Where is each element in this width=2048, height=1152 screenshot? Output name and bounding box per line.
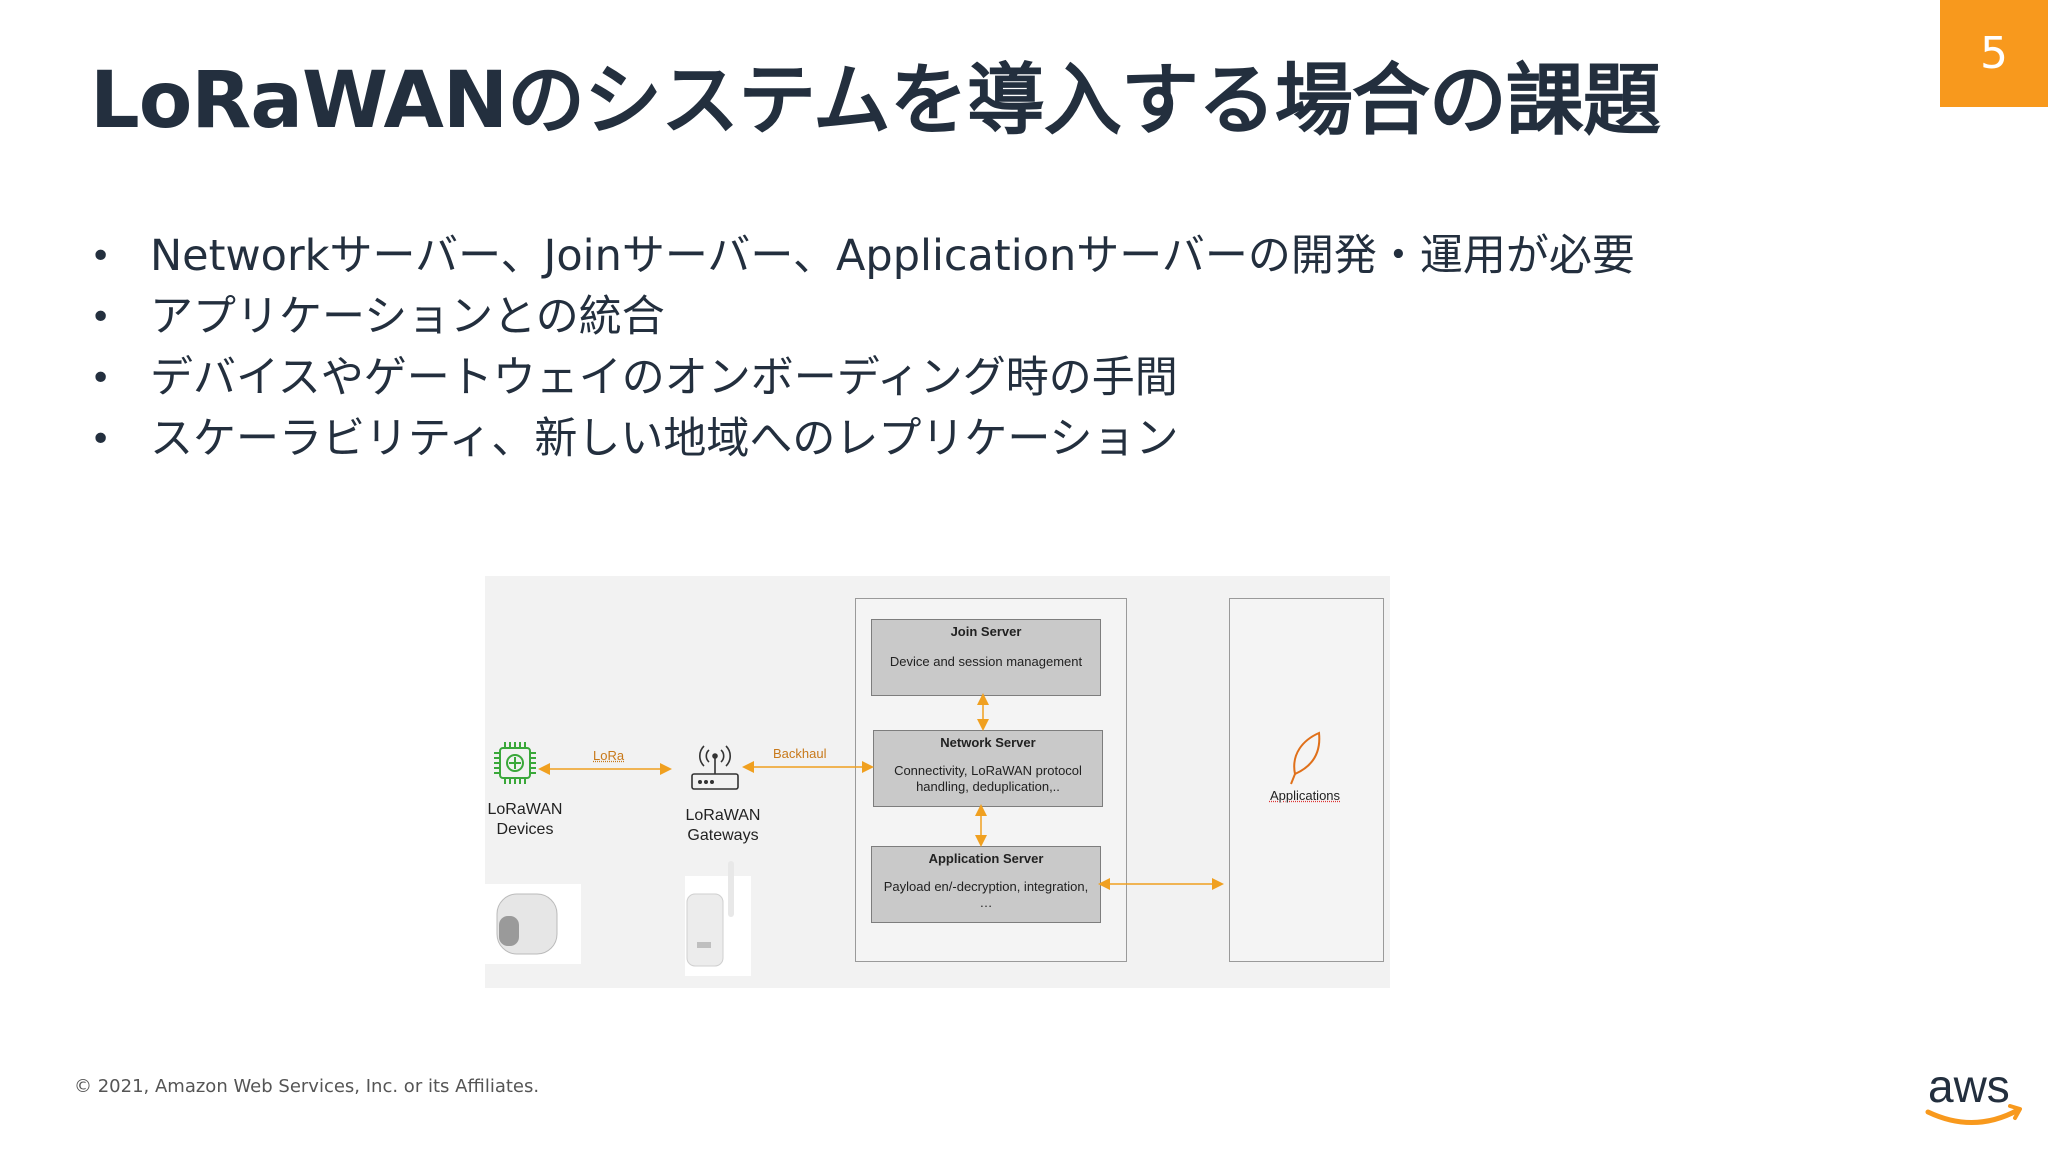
aws-logo-text: aws [1928, 1060, 2010, 1112]
applications-frame [1229, 598, 1384, 962]
slide-title: LoRaWANのシステムを導入する場合の課題 [90, 56, 1661, 146]
backhaul-link-label: Backhaul [773, 746, 827, 761]
diagram-graphics [485, 693, 1321, 976]
network-server-desc-line2: handling, deduplication,.. [916, 779, 1060, 794]
bullet-item: デバイスやゲートウェイのオンボーディング時の手間 [90, 348, 1635, 409]
architecture-diagram: Join Server Device and session managemen… [485, 576, 1390, 988]
lorawan-device-icon [494, 742, 536, 784]
bullet-item: アプリケーションとの統合 [90, 287, 1635, 348]
gateways-label: LoRaWAN Gateways [675, 806, 771, 846]
application-server-desc: Payload en/-decryption, integration, … [872, 879, 1100, 911]
gateway-photo [685, 861, 751, 976]
gateways-label-line1: LoRaWAN [685, 807, 761, 824]
device-photo [485, 884, 581, 964]
page-number-badge: 5 [1940, 0, 2048, 107]
devices-label-line2: Devices [496, 821, 554, 838]
bullet-list: Networkサーバー、Joinサーバー、Applicationサーバーの開発・… [90, 226, 1635, 470]
bullet-item: スケーラビリティ、新しい地域へのレプリケーション [90, 409, 1635, 470]
aws-logo: aws [1922, 1060, 2026, 1134]
page-number: 5 [1980, 28, 2008, 79]
application-server-name: Application Server [928, 851, 1044, 866]
bullet-item: Networkサーバー、Joinサーバー、Applicationサーバーの開発・… [90, 226, 1635, 287]
gateways-label-line2: Gateways [687, 827, 759, 844]
lorawan-gateway-icon [691, 745, 739, 790]
network-server-desc-line1: Connectivity, LoRaWAN protocol [894, 763, 1082, 778]
lora-link-label: LoRa [593, 748, 625, 763]
application-server-desc-line1: Payload en/-decryption, integration, [883, 879, 1089, 894]
devices-label-line1: LoRaWAN [487, 801, 563, 818]
aws-logo-icon: aws [1925, 1060, 2022, 1125]
network-server-name: Network Server [940, 735, 1036, 750]
applications-label: Applications [1269, 788, 1341, 803]
leaf-icon [1290, 731, 1321, 785]
join-server-desc: Device and session management [889, 654, 1083, 669]
join-server-name: Join Server [950, 624, 1022, 639]
network-server-desc: Connectivity, LoRaWAN protocol handling,… [874, 763, 1102, 795]
network-server-box: Network Server Connectivity, LoRaWAN pro… [873, 730, 1103, 807]
application-server-desc-line2: … [979, 895, 993, 910]
devices-label: LoRaWAN Devices [485, 800, 565, 840]
copyright-footer: © 2021, Amazon Web Services, Inc. or its… [74, 1076, 540, 1097]
